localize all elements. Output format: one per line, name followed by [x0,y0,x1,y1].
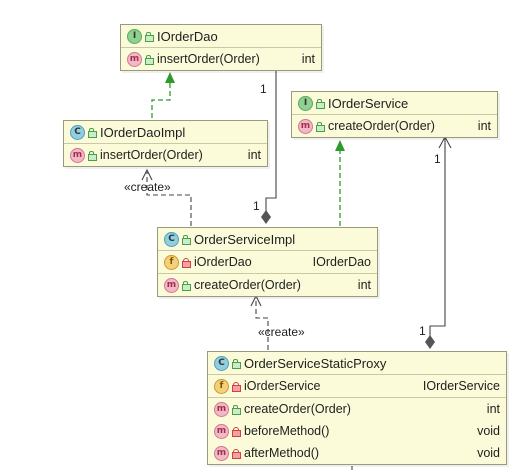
method-row[interactable]: m insertOrder(Order) int [121,48,321,70]
field-icon: f [214,378,229,394]
method-icon: m [127,51,142,67]
class-header: C IOrderDaoImpl [64,121,267,144]
class-header: C OrderServiceStaticProxy [208,352,506,375]
association-serviceimpl-to-dao [265,56,277,211]
public-lock-icon [145,31,154,42]
method-type: int [477,119,491,133]
methods-section: m insertOrder(Order) int [64,144,267,166]
class-name: IOrderService [328,95,409,111]
fields-section: f iOrderDao IOrderDao [158,251,377,274]
methods-section: m createOrder(Order) int m beforeMethod(… [208,398,506,464]
class-orderserviceimpl[interactable]: C OrderServiceImpl f iOrderDao IOrderDao… [157,227,378,297]
method-type: int [301,52,315,66]
multiplicity-dao-owner: 1 [253,199,260,213]
public-lock-icon [182,280,191,291]
method-icon: m [298,118,313,134]
public-lock-icon [232,404,241,415]
public-lock-icon [232,358,241,369]
private-lock-icon [232,426,241,437]
composition-diamond-serviceimpl [261,210,271,224]
method-row[interactable]: m afterMethod() void [208,442,506,464]
interface-icon: I [298,95,313,111]
public-lock-icon [316,121,325,132]
method-name: beforeMethod() [244,424,330,438]
class-iorderdao[interactable]: I IOrderDao m insertOrder(Order) int [120,24,322,71]
field-name: iOrderDao [194,255,252,269]
method-name: insertOrder(Order) [100,148,203,162]
method-name: createOrder(Order) [194,278,301,292]
association-proxy-to-service [429,137,446,336]
method-name: createOrder(Order) [328,119,435,133]
class-name: OrderServiceImpl [194,231,296,247]
realization-arrowhead-dao [165,72,175,83]
field-icon: f [164,254,179,270]
method-type: int [486,402,500,416]
method-type: int [357,278,371,292]
method-type: void [477,446,500,460]
realization-daoimpl-to-dao [151,74,171,118]
class-icon: C [70,124,85,140]
create-label-service: «create» [258,325,305,339]
method-icon: m [70,147,85,163]
class-iorderservice[interactable]: I IOrderService m createOrder(Order) int [291,91,498,138]
methods-section: m createOrder(Order) int [292,115,497,137]
private-lock-icon [182,257,191,268]
method-icon: m [164,277,179,293]
class-header: C OrderServiceImpl [158,228,377,251]
class-icon: C [164,231,179,247]
method-type: int [247,148,261,162]
multiplicity-service-owner: 1 [419,324,426,338]
class-icon: C [214,355,229,371]
class-name: IOrderDao [157,28,218,44]
private-lock-icon [232,448,241,459]
method-row[interactable]: m beforeMethod() void [208,420,506,442]
method-name: createOrder(Order) [244,402,351,416]
interface-icon: I [127,28,142,44]
composition-diamond-proxy [425,335,435,349]
field-type: IOrderService [422,379,500,393]
fields-section: f iOrderService IOrderService [208,375,506,398]
class-iorderdaoimpl[interactable]: C IOrderDaoImpl m insertOrder(Order) int [63,120,268,167]
method-type: void [477,424,500,438]
create-label-dao: «create» [124,180,171,194]
public-lock-icon [88,150,97,161]
class-header: I IOrderService [292,92,497,115]
method-row[interactable]: m createOrder(Order) int [158,274,377,296]
public-lock-icon [88,127,97,138]
methods-section: m createOrder(Order) int [158,274,377,296]
method-icon: m [214,423,229,439]
realization-arrowhead-service [335,140,345,151]
class-name: OrderServiceStaticProxy [244,355,387,371]
method-icon: m [214,445,229,461]
method-name: afterMethod() [244,446,320,460]
methods-section: m insertOrder(Order) int [121,48,321,70]
method-icon: m [214,401,229,417]
method-row[interactable]: m insertOrder(Order) int [64,144,267,166]
field-type: IOrderDao [312,255,371,269]
class-header: I IOrderDao [121,25,321,48]
private-lock-icon [232,381,241,392]
field-name: iOrderService [244,379,321,393]
class-orderservicestaticproxy[interactable]: C OrderServiceStaticProxy f iOrderServic… [207,351,507,465]
field-row[interactable]: f iOrderService IOrderService [208,375,506,397]
method-row[interactable]: m createOrder(Order) int [208,398,506,420]
field-row[interactable]: f iOrderDao IOrderDao [158,251,377,273]
multiplicity-dao: 1 [260,82,267,96]
public-lock-icon [145,54,154,65]
multiplicity-service: 1 [434,152,441,166]
method-row[interactable]: m createOrder(Order) int [292,115,497,137]
dependency-create-dao [146,172,192,226]
class-name: IOrderDaoImpl [100,124,186,140]
public-lock-icon [316,98,325,109]
dependency-create-service [255,298,269,350]
public-lock-icon [182,234,191,245]
method-name: insertOrder(Order) [157,52,260,66]
